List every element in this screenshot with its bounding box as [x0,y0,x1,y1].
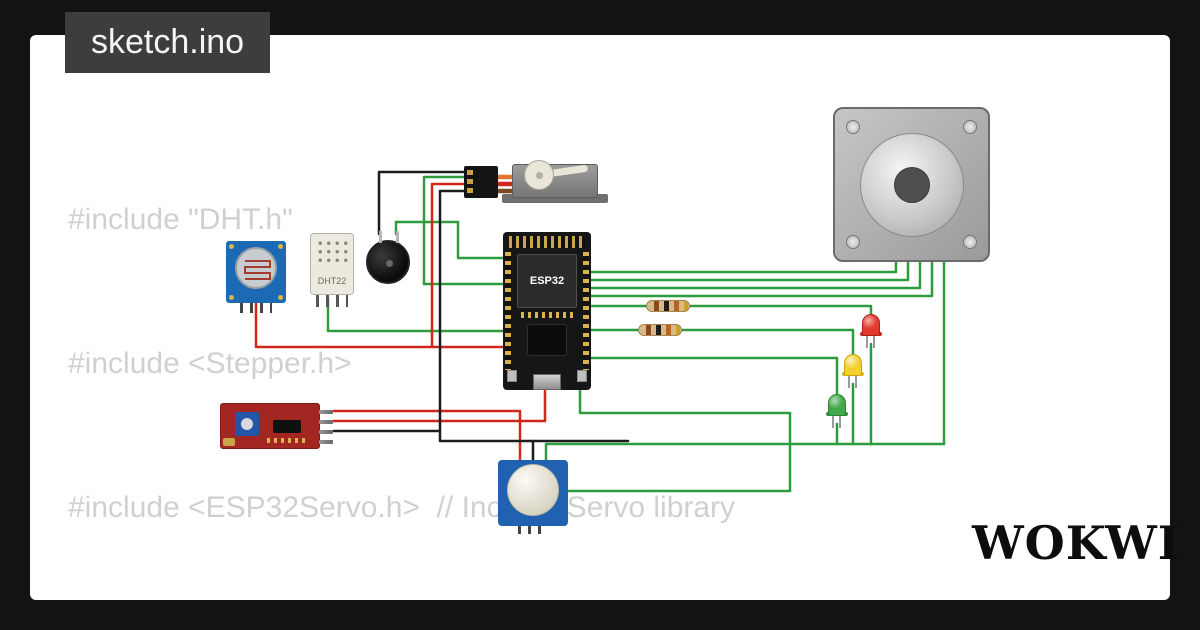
ldr-serpentine [244,260,271,280]
esp32-label: ESP32 [529,275,565,287]
servo-connector[interactable] [464,166,498,198]
led-leg [848,376,850,388]
dht22-label: DHT22 [317,276,347,286]
module-pin [319,430,333,434]
buzzer-leg [396,231,399,243]
code-line-3: #include <ESP32Servo.h> // Include Servo… [68,491,736,524]
stepper-motor[interactable] [833,107,990,262]
resistor-1[interactable] [646,300,690,312]
comparator-ic [273,420,301,433]
dht22-sensor[interactable]: DHT22 [310,233,354,295]
esp32-usb-chip [527,324,567,356]
module-pin [319,440,333,444]
pir-dome [507,464,559,516]
led-bulb [828,394,846,416]
led-yellow[interactable] [842,352,864,392]
connector-pin [467,170,473,175]
gold-pad [278,295,283,300]
wokwi-logo: WOKWI [972,516,1181,570]
esp32-pin-column-right [583,252,589,370]
led-leg [832,416,834,428]
stepper-screw [963,120,977,134]
esp32-shield: ESP32 [517,254,577,308]
code-line-2: #include <Stepper.h> [68,347,352,380]
led-green[interactable] [826,392,848,432]
photoresistor-module-pins [240,303,272,313]
resistor-2[interactable] [638,324,682,336]
led-red[interactable] [860,312,882,352]
gold-pad [229,244,234,249]
connector-pin [467,179,473,184]
stepper-screw [963,235,977,249]
pir-pins [518,526,548,534]
ldr-sensor-module[interactable] [220,403,333,449]
buzzer-leg [379,231,382,243]
esp32-button-right [577,370,587,382]
led-leg [866,336,868,348]
stepper-shaft [894,167,930,203]
module-pin [319,420,333,424]
pir-motion-sensor[interactable] [498,460,568,526]
code-listing: #include "DHT.h" #include <Stepper.h> #i… [68,100,857,600]
servo-horn-hub [536,172,543,179]
led-bulb [862,314,880,336]
led-leg [855,376,857,388]
module-pin [319,410,333,414]
led-bulb [844,354,862,376]
ldr-cell [235,247,277,289]
led-leg [839,416,841,428]
file-tab-sketch-ino[interactable]: sketch.ino [65,12,271,73]
esp32-antenna [509,236,585,248]
stepper-screw [846,235,860,249]
esp32-button-left [507,370,517,382]
module-solder-pads [267,438,307,443]
trimpot-screw [241,418,253,430]
photoresistor-module[interactable] [226,241,286,303]
trimpot [235,412,259,436]
esp32-board[interactable]: ESP32 [503,232,591,390]
dht22-pins [316,295,348,307]
connector-pin [467,188,473,193]
buzzer-hole [386,260,393,267]
esp32-solder-pads [521,312,573,318]
module-ldr [223,438,235,446]
stepper-screw [846,120,860,134]
led-leg [873,336,875,348]
gold-pad [278,244,283,249]
buzzer[interactable] [366,231,410,284]
esp32-pin-column-left [505,252,511,370]
gold-pad [229,295,234,300]
code-line-1: #include "DHT.h" [68,203,293,236]
servo-horn [524,160,554,190]
dht22-grille [316,239,350,267]
esp32-usb-port [533,374,561,390]
